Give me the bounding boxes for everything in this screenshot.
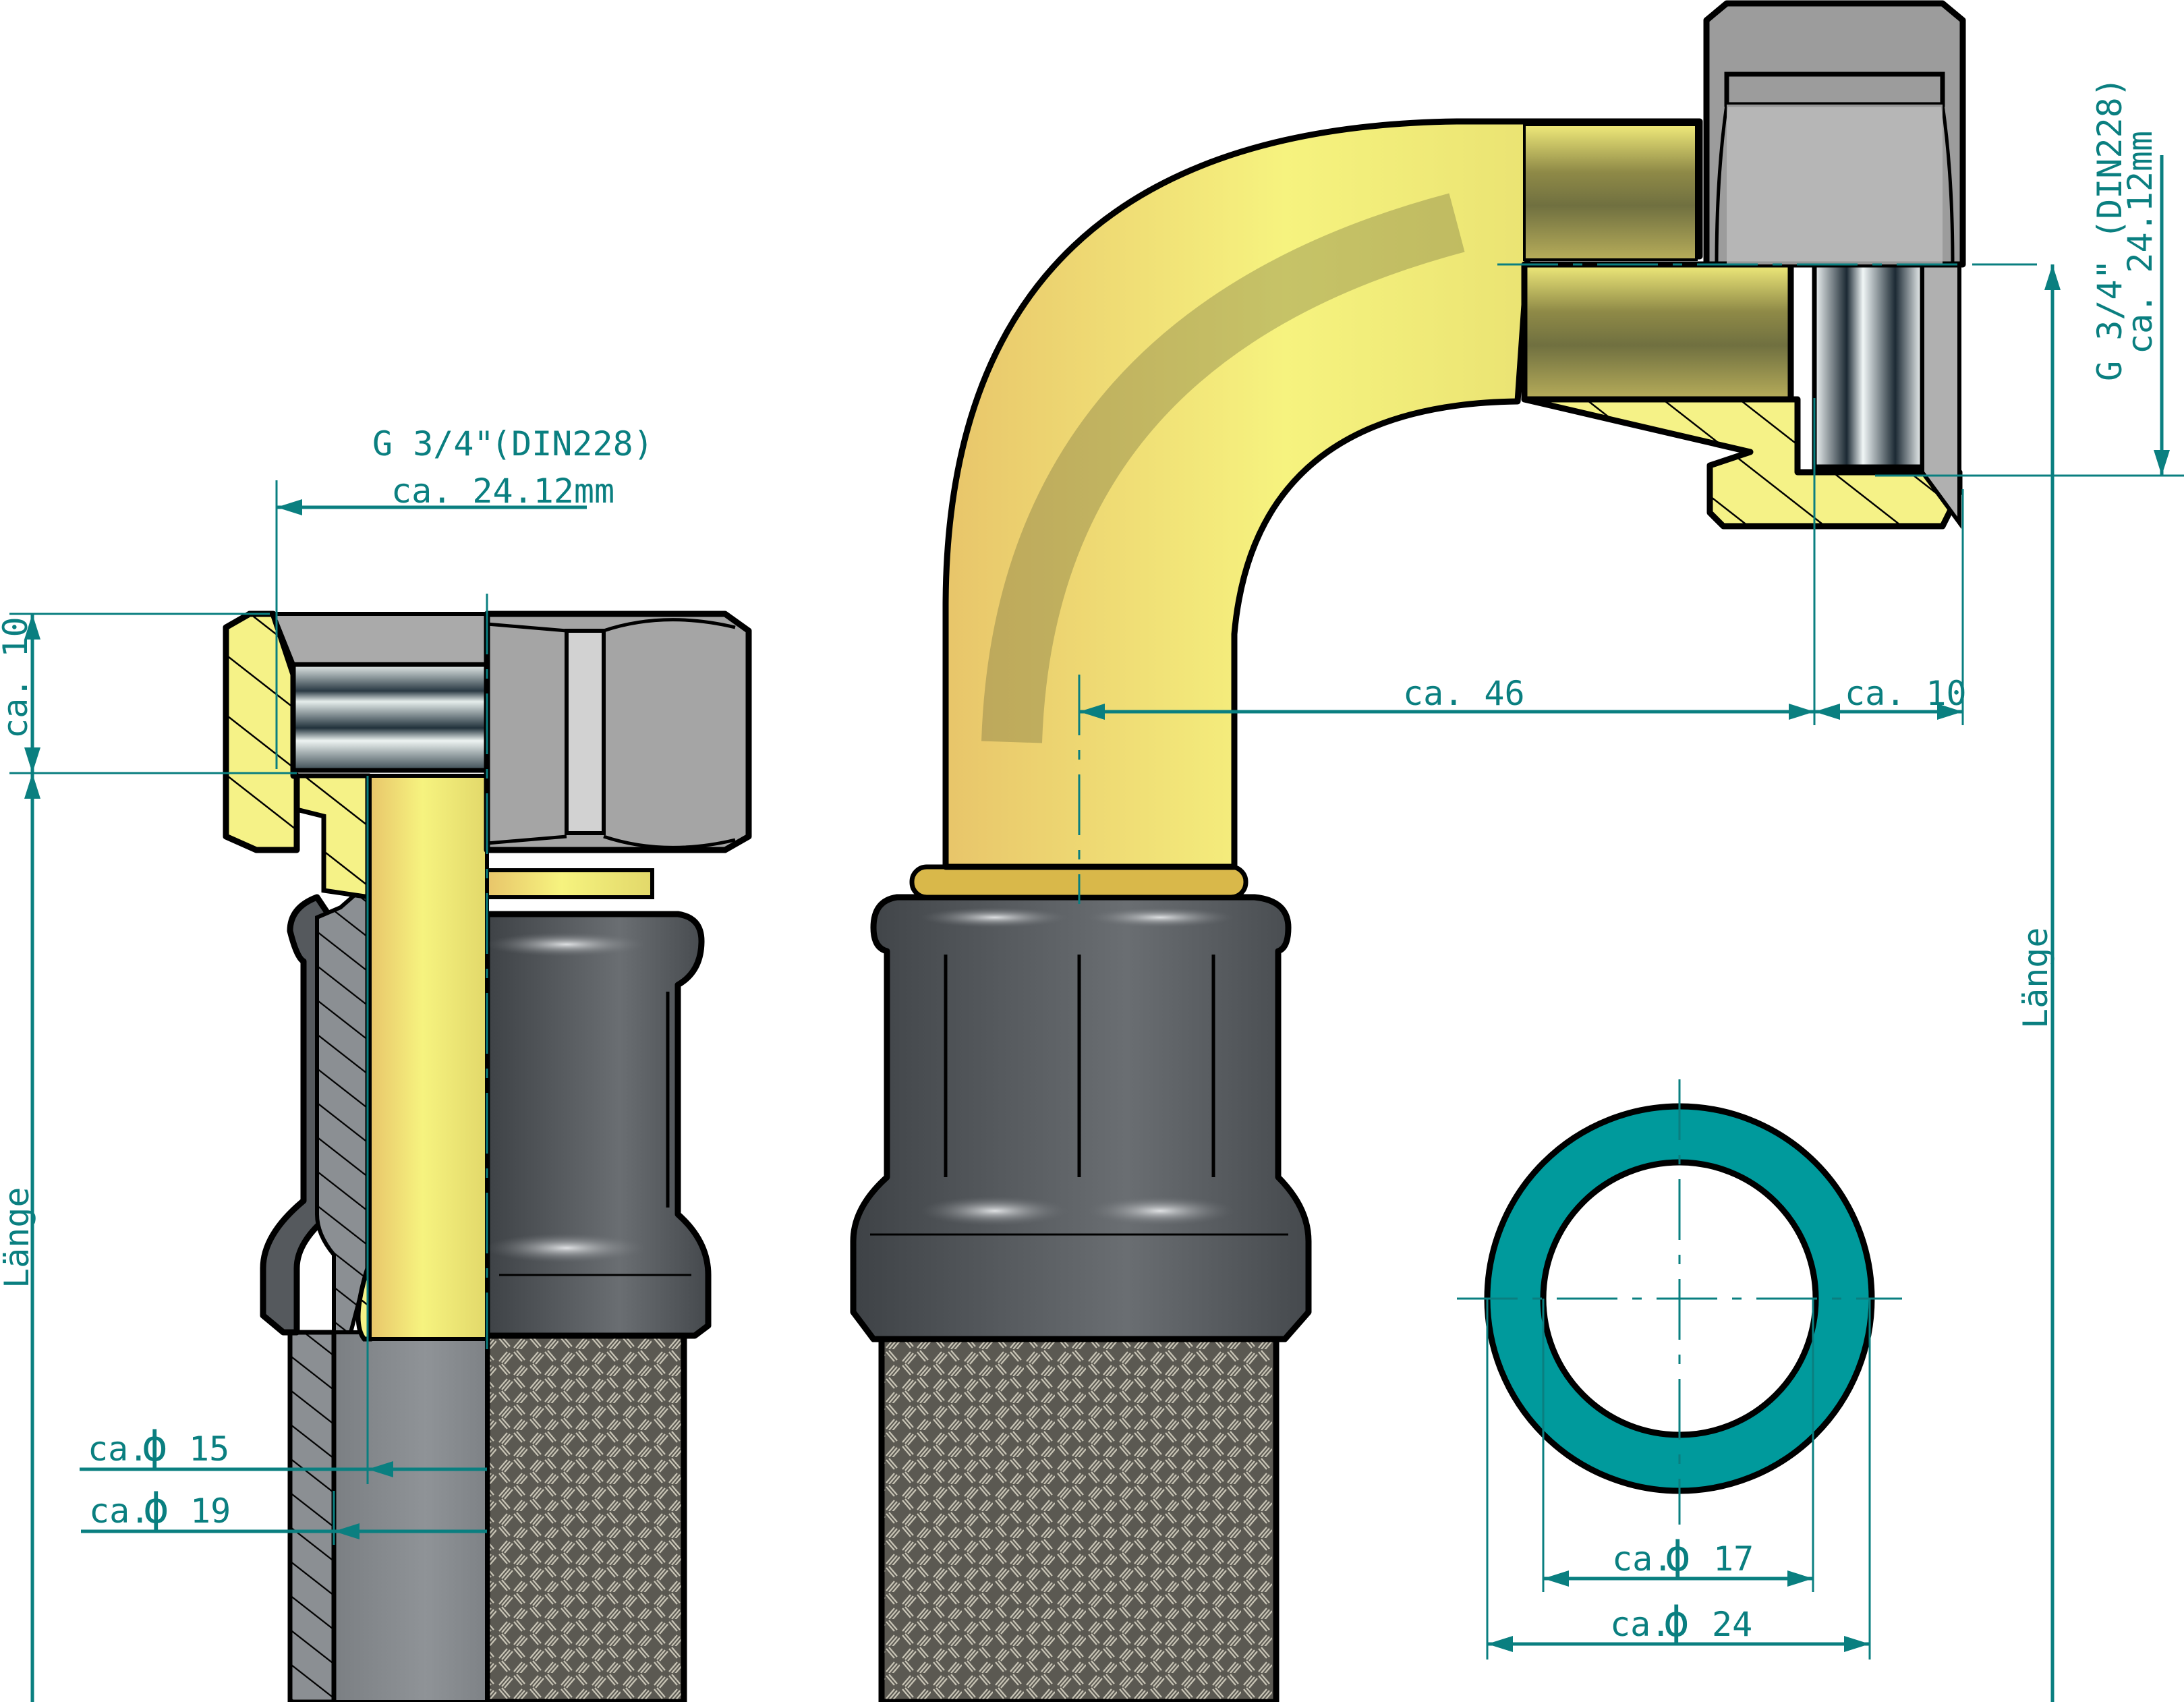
left-id-symbol: ϕ	[142, 1421, 168, 1471]
elbow-inner-bore	[1521, 261, 1794, 403]
left-od-prefix: ca.	[89, 1492, 150, 1531]
hex-flat	[565, 629, 606, 835]
left-id-prefix: ca.	[88, 1429, 148, 1469]
brass-body-section	[294, 773, 372, 1342]
left-od-value: 19	[190, 1492, 231, 1531]
elbow-straight-tube	[1523, 123, 1698, 261]
elbow-fitting-view	[850, 0, 1983, 1702]
left-fitting-view	[223, 594, 752, 1702]
sleeve-highlight-bottom	[486, 1233, 648, 1263]
seal-id-value: 17	[1713, 1539, 1754, 1579]
braided-hose	[484, 1329, 687, 1702]
seal-od-value: 24	[1712, 1605, 1752, 1644]
hose-wall-section	[287, 1330, 337, 1702]
press-sleeve-section	[260, 894, 334, 1336]
brass-collar	[485, 868, 654, 899]
left-dimensions: G 3/4" (DIN228) ca. 24.12mm ca. 10 Länge…	[0, 424, 654, 1702]
left-nut-height: ca. 10	[0, 617, 35, 739]
elbow-nut-height: ca. 10	[1845, 674, 1967, 713]
elbow-hex-flat	[1724, 72, 1945, 107]
seal-od-symbol: ϕ	[1663, 1597, 1690, 1647]
elbow-thread-diameter: ca. 24.12mm	[2121, 131, 2160, 354]
left-thread-diameter: ca. 24.12mm	[391, 472, 614, 511]
seal-ring-view: ca. ϕ 17 ca. ϕ 24	[1457, 1079, 1902, 1660]
left-id-value: 15	[189, 1429, 229, 1469]
left-length-label: Länge	[0, 1187, 36, 1288]
elbow-dimensions: ca. 46 ca. 10 G 3/4" (DIN228) ca. 24.12m…	[1078, 77, 2184, 1702]
union-nut-hex	[484, 611, 752, 853]
elbow-tube	[942, 118, 1703, 870]
left-od-symbol: ϕ	[143, 1483, 169, 1533]
elbow-thread-standard: (DIN228)	[2090, 77, 2129, 239]
hose-tail-section	[315, 879, 370, 1334]
elbow-nut-section	[1521, 396, 1963, 530]
press-sleeve	[484, 911, 712, 1339]
hose-inner-section	[332, 1330, 489, 1702]
left-thread-label: G 3/4"	[372, 424, 494, 463]
elbow-thread-label: G 3/4"	[2090, 259, 2129, 381]
seal-od-prefix: ca.	[1610, 1605, 1671, 1644]
sleeve-highlight-top	[486, 932, 648, 957]
elbow-braided-hose	[878, 1336, 1280, 1702]
elbow-length-label: Länge	[2016, 927, 2055, 1029]
elbow-offset-label: ca. 46	[1403, 674, 1525, 713]
elbow-tube-shading	[981, 193, 1465, 743]
elbow-nut-thread	[1812, 262, 1925, 470]
nut-chamfer	[270, 612, 489, 666]
seal-id-prefix: ca.	[1612, 1539, 1673, 1579]
seal-id-symbol: ϕ	[1665, 1531, 1691, 1581]
brass-bore	[368, 774, 489, 1341]
nut-thread	[291, 662, 490, 773]
left-thread-standard: (DIN228)	[491, 424, 654, 463]
